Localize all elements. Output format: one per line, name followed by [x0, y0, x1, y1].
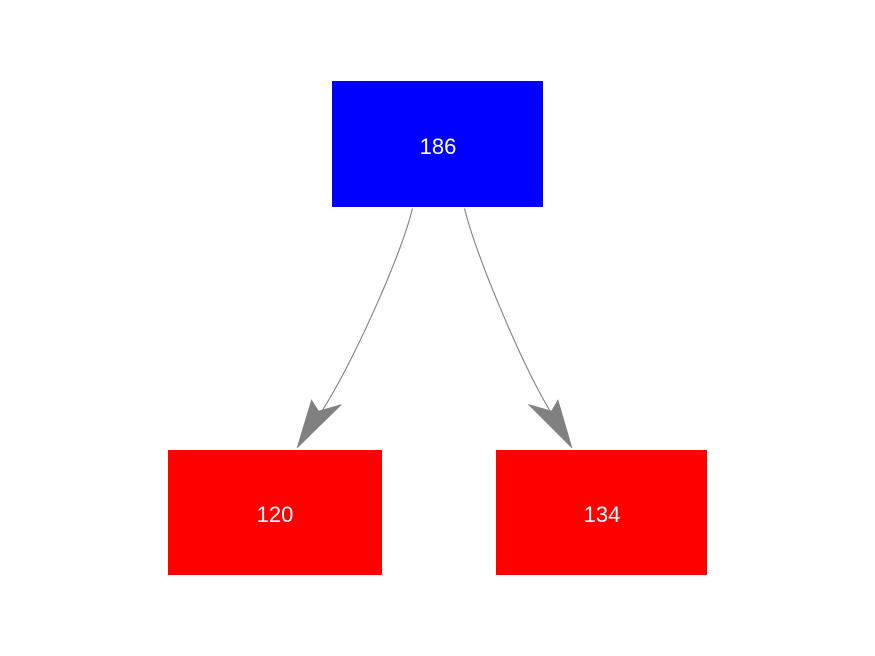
node-right-leaf[interactable]: 134	[496, 450, 707, 575]
node-root-label: 186	[420, 134, 457, 159]
edge-root-to-right-child	[463, 208, 573, 449]
node-root[interactable]: 186	[332, 81, 543, 207]
node-left-leaf-rect[interactable]	[168, 450, 382, 575]
node-left-leaf-label: 120	[257, 502, 294, 527]
edge-line-root-right	[463, 208, 550, 411]
arrowhead-icon-left	[296, 399, 342, 449]
arrowhead-icon-right	[527, 399, 573, 449]
node-right-leaf-label: 134	[584, 502, 621, 527]
node-root-rect[interactable]	[332, 81, 543, 207]
node-right-leaf-rect[interactable]	[496, 450, 707, 575]
edge-line-root-left	[322, 208, 414, 411]
edge-root-to-left-child	[296, 208, 414, 449]
node-left-leaf[interactable]: 120	[168, 450, 382, 575]
